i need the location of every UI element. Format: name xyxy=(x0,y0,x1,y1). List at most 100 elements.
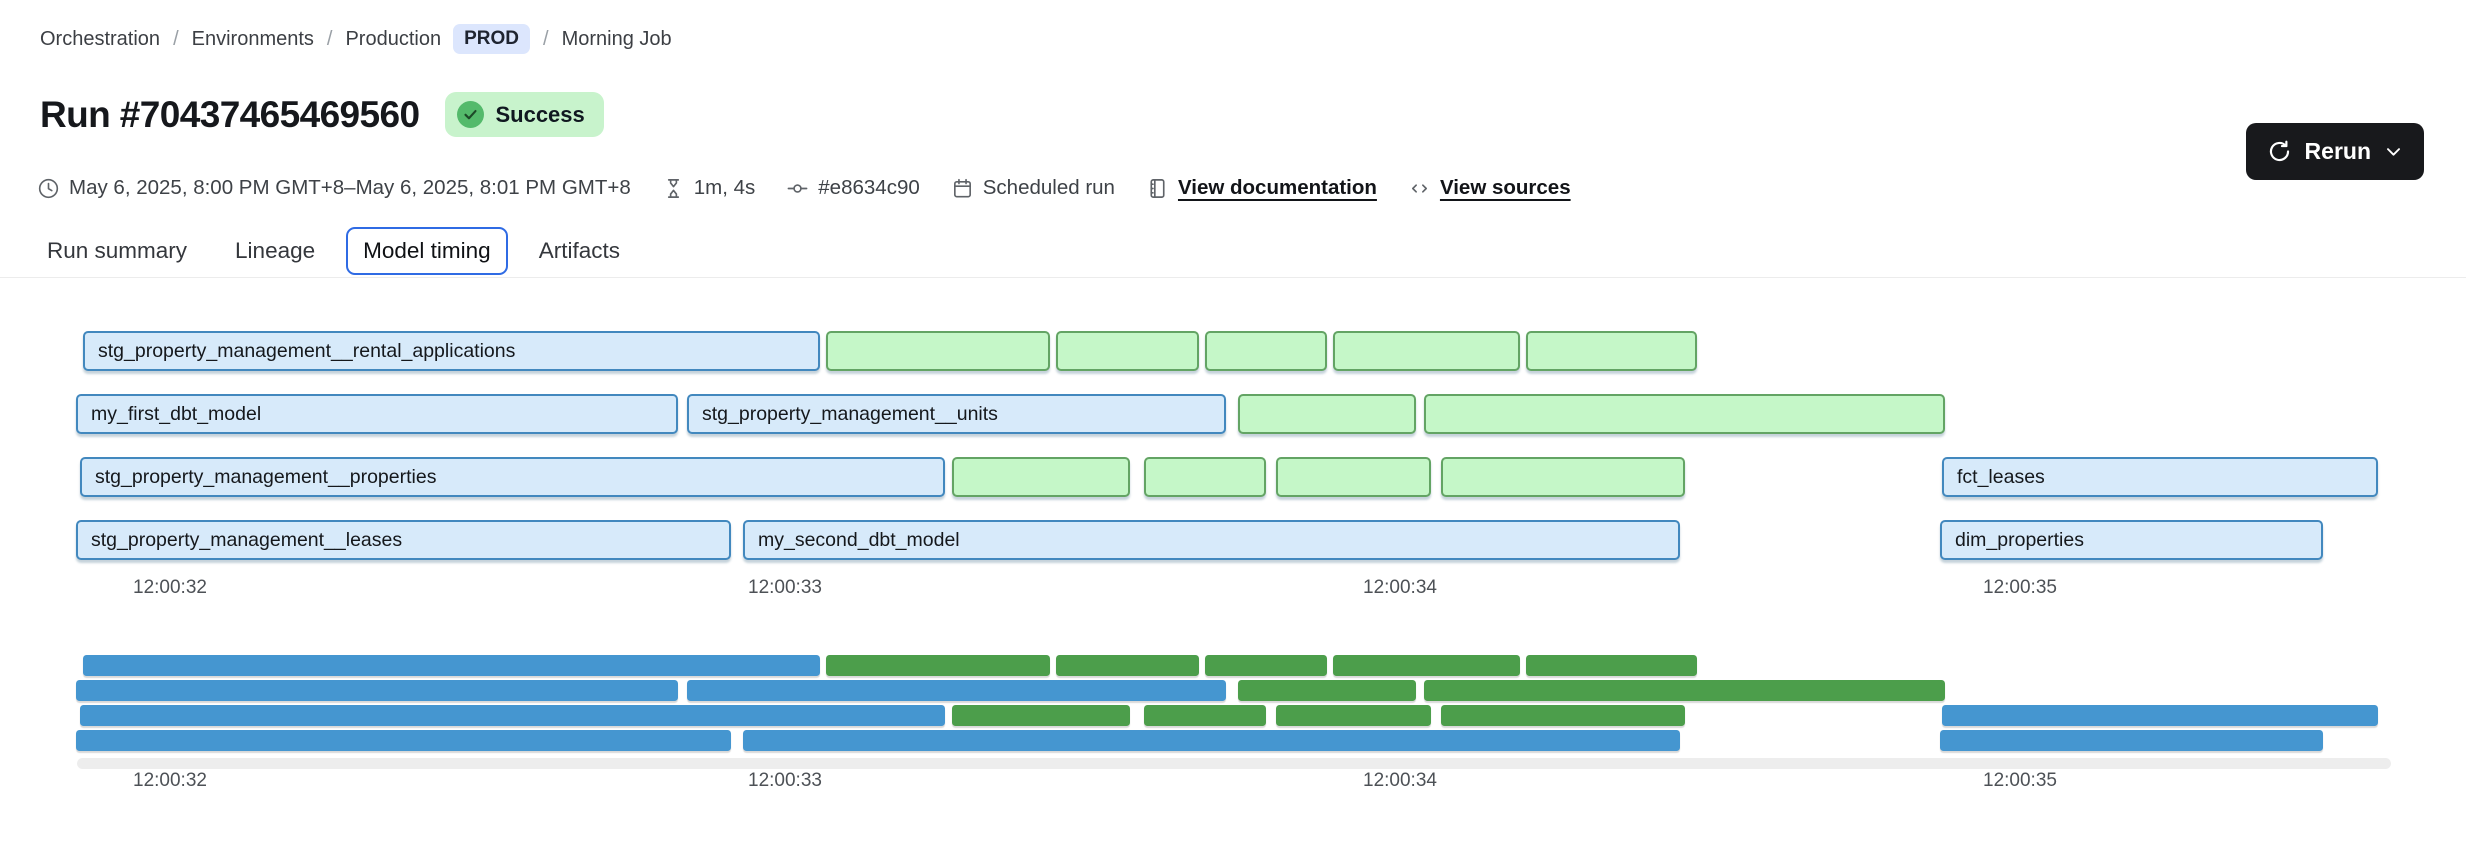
minimap-bar[interactable] xyxy=(1424,680,1945,701)
time-axis-tick: 12:00:35 xyxy=(1983,577,2057,598)
breadcrumb-item-production[interactable]: Production xyxy=(345,27,442,50)
environment-badge: PROD xyxy=(453,24,530,54)
minimap-bar[interactable] xyxy=(1942,705,2378,726)
meta-scheduled-run: Scheduled run xyxy=(951,176,1115,200)
hourglass-icon xyxy=(662,177,685,200)
rerun-label: Rerun xyxy=(2304,138,2371,164)
model-bar-stg-property-management-properties[interactable]: stg_property_management__properties xyxy=(80,457,945,497)
clock-icon xyxy=(37,177,60,200)
run-step-bar[interactable] xyxy=(1205,331,1327,371)
meta-view-documentation[interactable]: View documentation xyxy=(1146,176,1377,200)
run-step-bar[interactable] xyxy=(1333,331,1520,371)
tab-run-summary[interactable]: Run summary xyxy=(47,238,188,263)
minimap-bar[interactable] xyxy=(687,680,1226,701)
tab-model-timing[interactable]: Model timing xyxy=(346,227,508,275)
model-bar-fct-leases[interactable]: fct_leases xyxy=(1942,457,2378,497)
run-step-bar[interactable] xyxy=(1276,457,1431,497)
breadcrumb-separator: / xyxy=(543,27,549,50)
model-bar-label: fct_leases xyxy=(1957,466,2045,488)
model-bar-stg-property-management-rental-applications[interactable]: stg_property_management__rental_applicat… xyxy=(83,331,820,371)
time-axis-tick: 12:00:33 xyxy=(748,577,822,598)
model-bar-stg-property-management-units[interactable]: stg_property_management__units xyxy=(687,394,1226,434)
model-bar-label: stg_property_management__leases xyxy=(91,529,403,551)
time-axis-tick: 12:00:34 xyxy=(1363,577,1437,598)
status-badge: Success xyxy=(445,92,604,137)
model-bar-label: stg_property_management__rental_applicat… xyxy=(98,340,516,362)
meta-text: 1m, 4s xyxy=(693,176,756,199)
commit-icon xyxy=(786,177,809,200)
breadcrumb-item-environments[interactable]: Environments xyxy=(191,27,314,50)
time-axis-tick: 12:00:32 xyxy=(133,770,207,791)
time-axis-tick: 12:00:32 xyxy=(133,577,207,598)
meta-view-sources[interactable]: View sources xyxy=(1408,176,1571,200)
run-step-bar[interactable] xyxy=(826,331,1050,371)
run-step-bar[interactable] xyxy=(1056,331,1199,371)
minimap-bar[interactable] xyxy=(76,680,678,701)
run-step-bar[interactable] xyxy=(952,457,1130,497)
minimap-bar[interactable] xyxy=(76,730,731,751)
model-bar-label: stg_property_management__units xyxy=(702,403,998,425)
model-bar-label: stg_property_management__properties xyxy=(95,466,437,488)
meta-text: View documentation xyxy=(1177,176,1377,199)
minimap-bar[interactable] xyxy=(1333,655,1520,676)
minimap-bar[interactable] xyxy=(1056,655,1199,676)
page-title: Run #70437465469560 xyxy=(40,93,420,135)
minimap-bar[interactable] xyxy=(1276,705,1431,726)
time-axis-tick: 12:00:33 xyxy=(748,770,822,791)
meta-text: May 6, 2025, 8:00 PM GMT+8–May 6, 2025, … xyxy=(69,176,631,199)
meta-1m-4s: 1m, 4s xyxy=(662,176,756,200)
tab-lineage[interactable]: Lineage xyxy=(235,238,316,263)
run-step-bar[interactable] xyxy=(1144,457,1266,497)
minimap-bar[interactable] xyxy=(1238,680,1416,701)
breadcrumb-item-orchestration[interactable]: Orchestration xyxy=(40,27,161,50)
breadcrumb-group: Environments xyxy=(192,28,314,51)
refresh-icon xyxy=(2267,139,2292,164)
tab-artifacts[interactable]: Artifacts xyxy=(538,238,620,263)
minimap-bar[interactable] xyxy=(1144,705,1266,726)
meta-text: Scheduled run xyxy=(982,176,1115,199)
model-bar-label: my_first_dbt_model xyxy=(91,403,262,425)
time-axis-tick: 12:00:34 xyxy=(1363,770,1437,791)
status-label: Success xyxy=(495,101,585,127)
minimap-bar[interactable] xyxy=(80,705,945,726)
meta-text: View sources xyxy=(1439,176,1571,199)
run-step-bar[interactable] xyxy=(1526,331,1697,371)
tab-bar: Run summary Lineage Model timing Artifacts xyxy=(30,226,637,276)
model-bar-label: my_second_dbt_model xyxy=(758,529,960,551)
minimap-bar[interactable] xyxy=(743,730,1680,751)
code-icon xyxy=(1408,177,1431,200)
rerun-button[interactable]: Rerun xyxy=(2245,123,2424,180)
minimap-bar[interactable] xyxy=(1526,655,1697,676)
tab-divider xyxy=(0,277,2466,278)
meta-may-6-2025-8-00-pm-gmt-8-may-6-2025-8-01-pm-gmt-8: May 6, 2025, 8:00 PM GMT+8–May 6, 2025, … xyxy=(37,176,631,200)
model-bar-my-first-dbt-model[interactable]: my_first_dbt_model xyxy=(76,394,678,434)
model-bar-stg-property-management-leases[interactable]: stg_property_management__leases xyxy=(76,520,731,560)
minimap-bar[interactable] xyxy=(1205,655,1327,676)
breadcrumb: Orchestration / Environments / Production PRO… xyxy=(40,24,672,54)
run-step-bar[interactable] xyxy=(1424,394,1945,434)
minimap-brush-track[interactable] xyxy=(77,758,2391,769)
breadcrumb-group: Morning Job xyxy=(562,28,672,51)
model-bar-my-second-dbt-model[interactable]: my_second_dbt_model xyxy=(743,520,1680,560)
minimap-bar[interactable] xyxy=(952,705,1130,726)
time-axis-tick: 12:00:35 xyxy=(1983,770,2057,791)
success-check-icon xyxy=(457,101,485,128)
run-step-bar[interactable] xyxy=(1238,394,1416,434)
minimap-bar[interactable] xyxy=(826,655,1050,676)
minimap-bar[interactable] xyxy=(1940,730,2323,751)
model-bar-dim-properties[interactable]: dim_properties xyxy=(1940,520,2323,560)
chevron-down-icon xyxy=(2384,142,2403,161)
run-step-bar[interactable] xyxy=(1441,457,1685,497)
breadcrumb-group: Production PROD xyxy=(345,24,530,54)
meta-e8634c90: #e8634c90 xyxy=(786,176,920,200)
title-row: Run #70437465469560 Success xyxy=(40,92,604,137)
meta-text: #e8634c90 xyxy=(818,176,920,199)
breadcrumb-item-morning-job[interactable]: Morning Job xyxy=(561,27,672,50)
breadcrumb-group: Orchestration xyxy=(40,28,160,51)
breadcrumb-separator: / xyxy=(173,27,179,50)
minimap-bar[interactable] xyxy=(1441,705,1685,726)
minimap-bar[interactable] xyxy=(83,655,820,676)
calendar-icon xyxy=(951,177,974,200)
